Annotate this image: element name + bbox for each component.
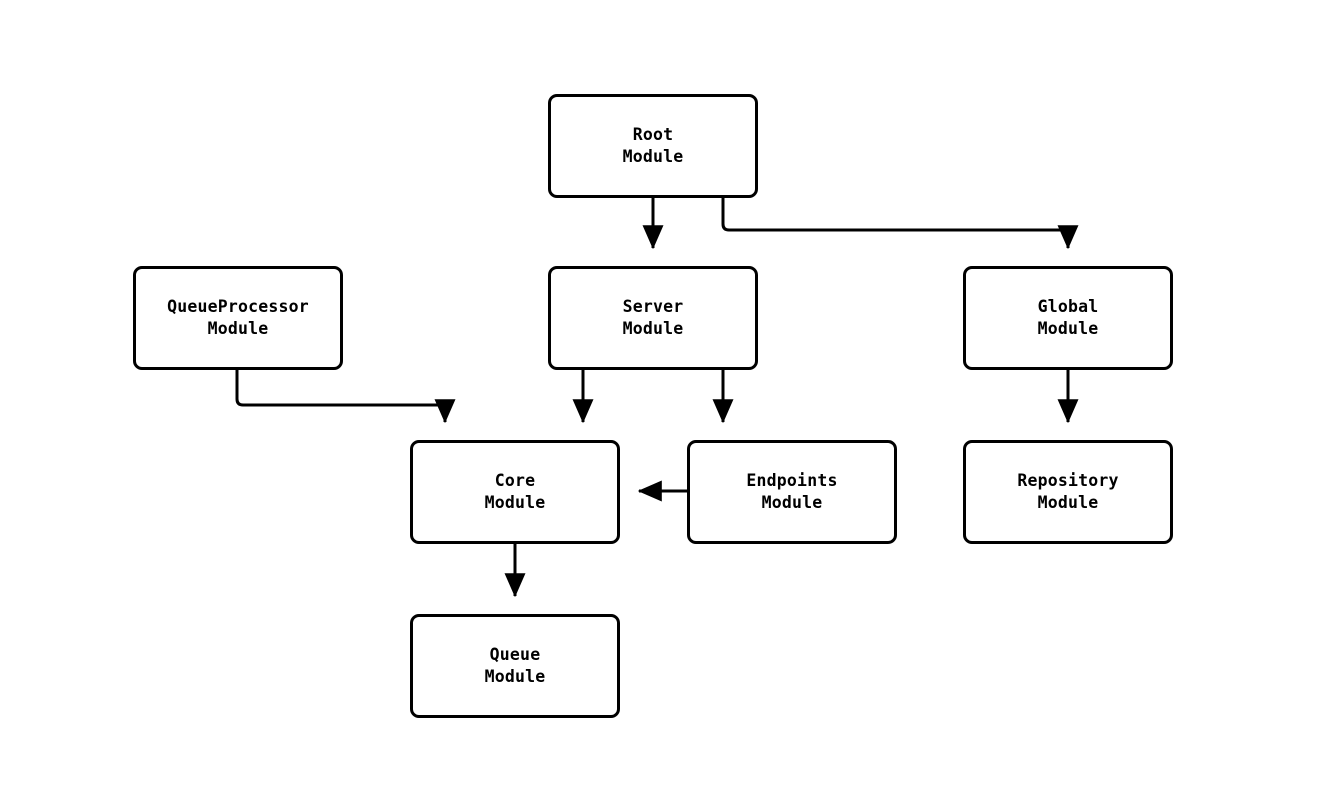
node-label-core-module: Core Module: [484, 471, 546, 512]
node-queue-module[interactable]: Queue Module: [410, 614, 620, 718]
node-label-server-module: Server Module: [622, 297, 684, 338]
node-server-module[interactable]: Server Module: [548, 266, 758, 370]
node-endpoints-module[interactable]: Endpoints Module: [687, 440, 897, 544]
node-label-endpoints-module: Endpoints Module: [746, 471, 838, 512]
node-label-queueprocessor-module: QueueProcessor Module: [167, 297, 309, 338]
node-global-module[interactable]: Global Module: [963, 266, 1173, 370]
node-label-queue-module: Queue Module: [484, 645, 546, 686]
node-root-module[interactable]: Root Module: [548, 94, 758, 198]
node-label-repository-module: Repository Module: [1017, 471, 1119, 512]
node-label-global-module: Global Module: [1037, 297, 1099, 338]
edge-queueprocessor-to-core: [235, 370, 456, 424]
node-label-root-module: Root Module: [622, 125, 684, 166]
edge-root-to-global: [721, 198, 1079, 250]
node-core-module[interactable]: Core Module: [410, 440, 620, 544]
node-queueprocessor-module[interactable]: QueueProcessor Module: [133, 266, 343, 370]
node-repository-module[interactable]: Repository Module: [963, 440, 1173, 544]
